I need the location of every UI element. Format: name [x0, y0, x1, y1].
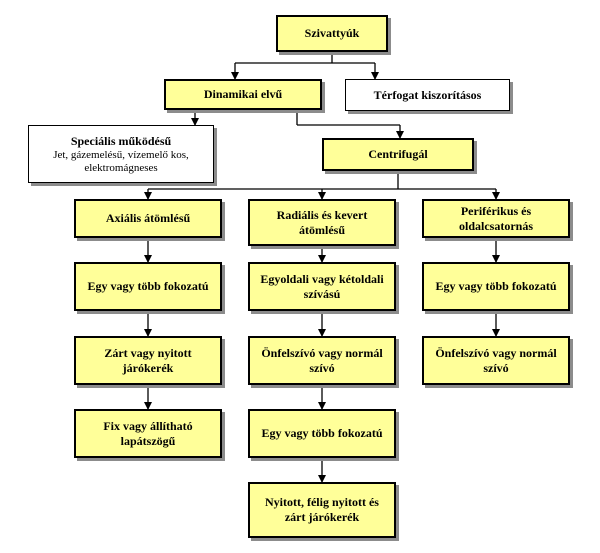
node-centrifugal: Centrifugál [322, 138, 474, 171]
node-radial-priming: Önfelszívó vagy normál szívó [248, 336, 396, 385]
node-radial-label: Radiális és kevert átömlésű [276, 207, 368, 237]
node-axial-impeller: Zárt vagy nyitott járókerék [74, 336, 222, 385]
node-axial-stages: Egy vagy több fokozatú [74, 262, 222, 311]
node-radial-impeller: Nyitott, félig nyitott és zárt járókerék [248, 482, 396, 538]
node-dynamic: Dinamikai elvű [164, 79, 322, 110]
node-peripheral-stages-label: Egy vagy több fokozatú [435, 279, 557, 293]
node-radial-priming-label: Önfelszívó vagy normál szívó [261, 345, 383, 375]
node-radial-stages-label: Egy vagy több fokozatú [261, 426, 383, 440]
node-special: Speciális működésű Jet, gázemelésű, víze… [28, 125, 214, 183]
node-axial-blades-label: Fix vagy állítható lapátszögű [103, 418, 193, 448]
node-axial-stages-label: Egy vagy több fokozatú [87, 279, 209, 293]
node-radial-suction: Egyoldali vagy kétoldali szívású [248, 262, 396, 311]
node-axial: Axiális átömlésű [74, 199, 222, 238]
node-radial-impeller-label: Nyitott, félig nyitott és zárt járókerék [265, 495, 379, 524]
node-axial-impeller-label: Zárt vagy nyitott járókerék [104, 345, 192, 375]
node-peripheral: Periférikus és oldalcsatornás [422, 199, 570, 238]
node-special-line2: elektromágneses [84, 161, 158, 174]
node-radial-suction-label: Egyoldali vagy kétoldali szívású [260, 271, 384, 301]
node-axial-blades: Fix vagy állítható lapátszögű [74, 409, 222, 458]
node-root: Szivattyúk [276, 15, 388, 52]
node-peripheral-priming: Önfelszívó vagy normál szívó [422, 336, 570, 385]
node-peripheral-label: Periférikus és oldalcsatornás [458, 203, 533, 233]
node-volumetric: Térfogat kiszorításos [345, 79, 510, 111]
node-axial-label: Axiális átömlésű [105, 211, 191, 225]
node-root-label: Szivattyúk [304, 26, 360, 40]
node-special-title: Speciális működésű [70, 133, 172, 148]
node-dynamic-label: Dinamikai elvű [203, 87, 283, 101]
node-centrifugal-label: Centrifugál [368, 147, 428, 161]
node-radial: Radiális és kevert átömlésű [248, 199, 396, 246]
node-peripheral-priming-label: Önfelszívó vagy normál szívó [435, 345, 557, 375]
node-peripheral-stages: Egy vagy több fokozatú [422, 262, 570, 311]
node-special-line1: Jet, gázemelésű, vízemelő kos, [53, 148, 189, 161]
node-radial-stages: Egy vagy több fokozatú [248, 409, 396, 458]
node-volumetric-label: Térfogat kiszorításos [373, 87, 482, 102]
